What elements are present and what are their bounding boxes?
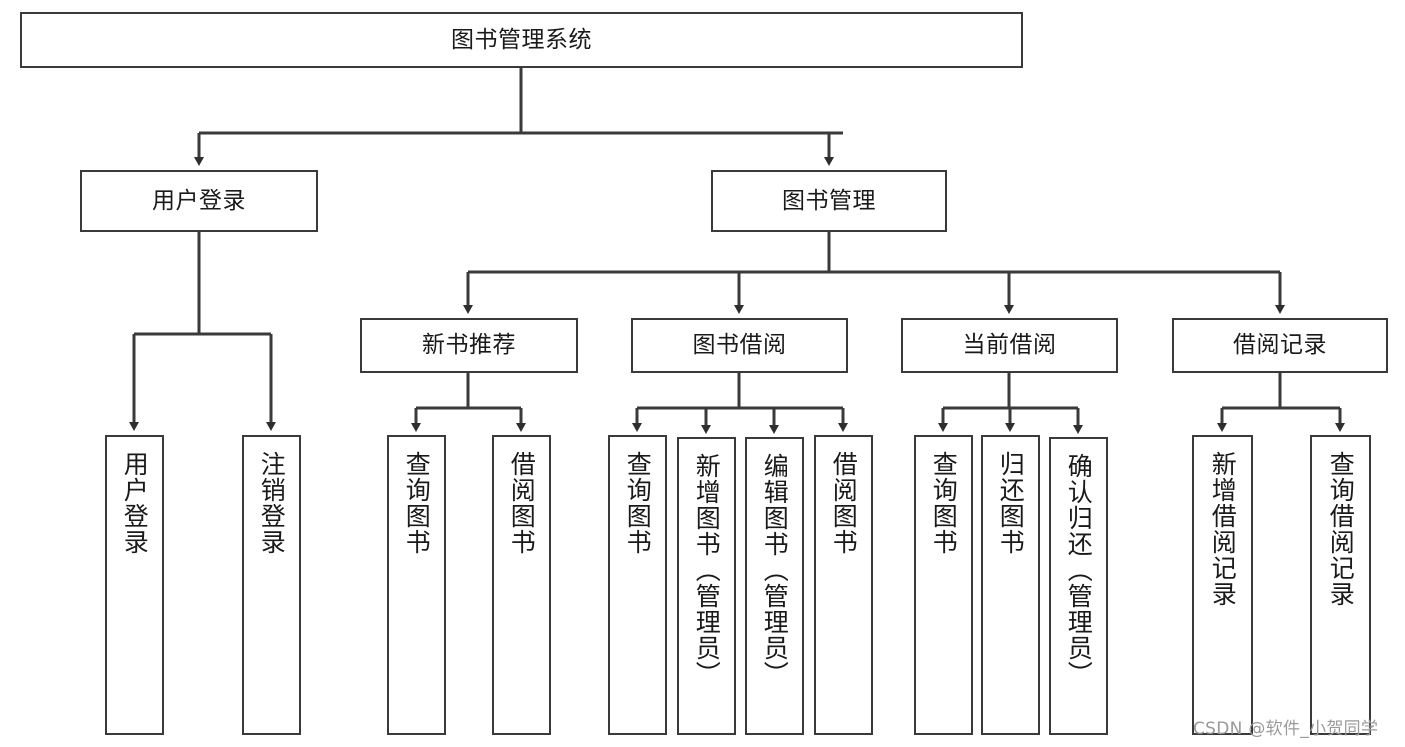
node-leaf-query-book-1[interactable]: 查询图书 (387, 435, 446, 735)
node-book-management-system[interactable]: 图书管理系统 (20, 12, 1023, 68)
node-label: 图书管理 (782, 187, 876, 214)
node-leaf-borrow-book-1[interactable]: 借阅图书 (492, 435, 551, 735)
node-borrow-record[interactable]: 借阅记录 (1172, 318, 1388, 373)
node-label: 新增图书（管理员） (692, 453, 722, 687)
node-leaf-query-record[interactable]: 查询借阅记录 (1310, 435, 1371, 735)
node-label: 确认归还（管理员） (1064, 453, 1094, 687)
node-leaf-add-book[interactable]: 新增图书（管理员） (677, 437, 736, 735)
node-leaf-confirm-return[interactable]: 确认归还（管理员） (1049, 437, 1108, 735)
node-label: 图书借阅 (692, 332, 787, 359)
node-label: 借阅图书 (829, 451, 859, 555)
node-label: 查询图书 (623, 451, 653, 555)
node-book-borrow[interactable]: 图书借阅 (631, 318, 848, 373)
node-label: 新书推荐 (422, 332, 516, 359)
node-label: 当前借阅 (962, 332, 1057, 359)
node-label: 编辑图书（管理员） (760, 453, 790, 687)
node-label: 查询图书 (929, 451, 959, 555)
node-book-manage[interactable]: 图书管理 (711, 170, 947, 232)
node-leaf-add-record[interactable]: 新增借阅记录 (1192, 435, 1253, 735)
node-label: 用户登录 (152, 187, 246, 214)
node-new-book-recommend[interactable]: 新书推荐 (360, 318, 578, 373)
node-label: 用户登录 (120, 451, 150, 555)
node-label: 查询借阅记录 (1326, 451, 1356, 607)
node-label: 注销登录 (257, 451, 287, 555)
csdn-watermark: CSDN @软件_小贺同学 (1193, 719, 1379, 739)
node-leaf-return-book[interactable]: 归还图书 (981, 435, 1040, 735)
node-label: 查询图书 (402, 451, 432, 555)
node-leaf-edit-book[interactable]: 编辑图书（管理员） (745, 437, 804, 735)
node-label: 新增借阅记录 (1208, 451, 1238, 607)
node-label: 借阅记录 (1233, 332, 1327, 359)
node-leaf-query-book-3[interactable]: 查询图书 (914, 435, 973, 735)
node-label: 图书管理系统 (451, 26, 592, 53)
node-leaf-borrow-book-2[interactable]: 借阅图书 (814, 435, 873, 735)
node-label: 借阅图书 (507, 451, 537, 555)
node-leaf-logout-login[interactable]: 注销登录 (242, 435, 301, 735)
node-label: 归还图书 (996, 451, 1026, 555)
node-user-login[interactable]: 用户登录 (80, 170, 318, 232)
node-leaf-query-book-2[interactable]: 查询图书 (608, 435, 667, 735)
node-leaf-user-login[interactable]: 用户登录 (105, 435, 164, 735)
node-current-borrow[interactable]: 当前借阅 (901, 318, 1118, 373)
